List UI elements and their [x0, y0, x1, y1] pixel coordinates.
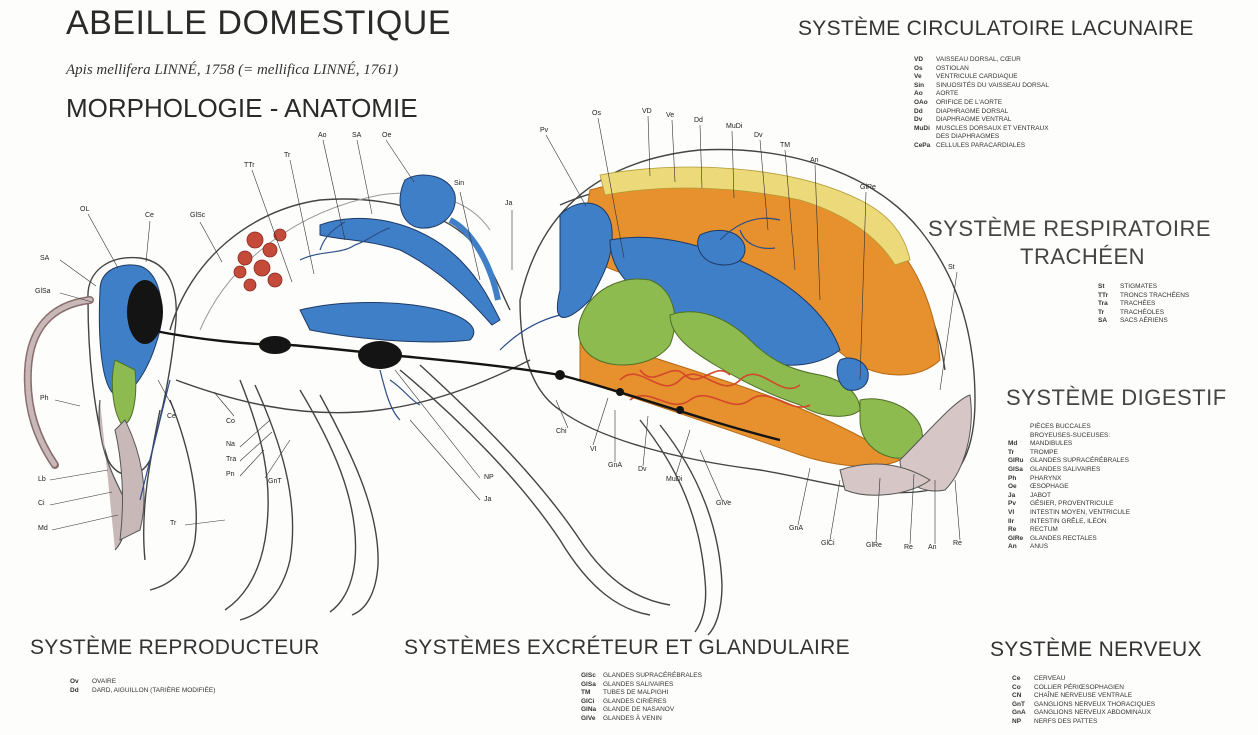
callout-glsc: GlSc: [190, 212, 205, 219]
callout-ol: OL: [80, 206, 89, 213]
callout-dv: Dv: [754, 132, 763, 139]
callout-vi: VI: [590, 446, 597, 453]
callout-ja2: Ja: [484, 496, 491, 503]
callout-oe: Oe: [382, 132, 391, 139]
callout-pv: Pv: [540, 127, 548, 134]
antenna-outer: [28, 300, 90, 465]
brain-shape: [127, 280, 163, 344]
thoracic-ganglion-1: [259, 336, 291, 354]
salivary-glands: [234, 229, 286, 291]
callout-md: Md: [38, 525, 48, 532]
callout-glre: GlRe: [860, 184, 876, 191]
callout-ci: Ci: [38, 500, 45, 507]
callout-pn: Pn: [226, 471, 235, 478]
callout-vd: VD: [642, 108, 652, 115]
callout-dv2: Dv: [638, 466, 647, 473]
callout-an: An: [810, 157, 819, 164]
callout-glve: GlVe: [716, 500, 731, 507]
callout-ve: Ve: [666, 112, 674, 119]
callout-na: Na: [226, 441, 235, 448]
callout-tra: Tra: [226, 456, 236, 463]
abdominal-ganglion-3: [676, 406, 684, 414]
callout-ttr: TTr: [244, 162, 255, 169]
callout-glsa: GlSa: [35, 288, 51, 295]
callout-ao: Ao: [318, 132, 327, 139]
thorax-air-sac-dorsal: [400, 175, 455, 228]
abdominal-ganglion-2: [616, 388, 624, 396]
abdominal-ganglion-1: [555, 370, 565, 380]
callout-gna: GnA: [608, 462, 622, 469]
callout-ja: Ja: [505, 200, 512, 207]
callout-glci: GlCi: [821, 540, 835, 547]
pharynx-shape: [112, 360, 135, 425]
callout-tr2: Tr: [170, 520, 176, 527]
callout-mudi2: MuDi: [666, 476, 682, 483]
callout-sin: Sin: [454, 180, 464, 187]
callout-re2: Re: [953, 540, 962, 547]
callout-sa2: SA: [352, 132, 361, 139]
callout-gna2: GnA: [789, 525, 803, 532]
callout-st: St: [948, 264, 955, 271]
callout-ceb: Ce: [167, 413, 176, 420]
callout-dd: Dd: [694, 117, 703, 124]
callout-tr: Tr: [284, 152, 290, 159]
thorax-air-sac-lower: [300, 303, 474, 342]
callout-mudi: MuDi: [726, 123, 742, 130]
callout-an2: An: [928, 544, 937, 551]
callout-gnt: GnT: [268, 478, 282, 485]
callout-lb: Lb: [38, 476, 46, 483]
callout-np: NP: [484, 474, 494, 481]
callout-os: Os: [592, 110, 601, 117]
thoracic-ganglion-2: [358, 341, 402, 369]
callout-sa: SA: [40, 255, 49, 262]
callout-co: Co: [226, 418, 235, 425]
callout-ce: Ce: [145, 212, 154, 219]
callout-chi: Chi: [556, 428, 567, 435]
callout-re: Re: [904, 544, 913, 551]
callout-tm: TM: [780, 142, 790, 149]
callout-glre2: GlRe: [866, 542, 882, 549]
callout-ph: Ph: [40, 395, 49, 402]
